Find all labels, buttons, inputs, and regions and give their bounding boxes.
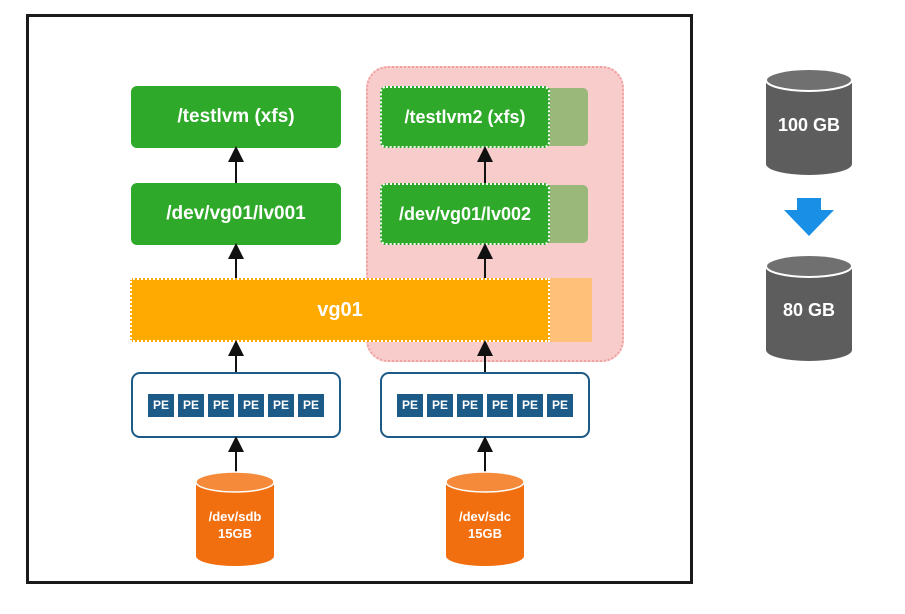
mount-label-left: /testlvm (xfs) [177,106,295,127]
lv-label-right: /dev/vg01/lv002 [398,203,532,224]
pe-group-right: PE PE PE PE PE PE [380,372,590,438]
pe-cell: PE [487,393,513,417]
lv-box-lv002-shrunk-area [548,185,588,243]
pe-cell: PE [298,393,324,417]
mount-label-right: /testlvm2 (xfs) [404,106,526,127]
disk-sdc-label: /dev/sdc 15GB [446,508,524,542]
pe-cell: PE [148,393,174,417]
disk-sdc-size: 15GB [468,526,502,541]
disk-sdb-cylinder [195,471,275,566]
size-before-label: 100 GB [777,115,841,135]
pe-cell: PE [397,393,423,417]
pe-cell: PE [238,393,264,417]
pe-cell: PE [427,393,453,417]
mount-box-testlvm2-shrunk-area [548,88,588,146]
down-arrow-icon [784,198,834,236]
size-after-cylinder [765,254,853,361]
size-after-label: 80 GB [782,300,836,320]
vg-free-space [550,278,592,342]
pe-cell: PE [208,393,234,417]
volume-group-bar: vg01 [130,278,550,342]
lv-box-lv002: /dev/vg01/lv002 [380,183,550,245]
size-before-cylinder [765,68,853,175]
pe-cell: PE [547,393,573,417]
disk-sdb-size: 15GB [218,526,252,541]
pe-cell: PE [517,393,543,417]
mount-box-testlvm: /testlvm (xfs) [131,86,341,148]
mount-box-testlvm2: /testlvm2 (xfs) [380,86,550,148]
pe-cell: PE [268,393,294,417]
disk-sdc-name: /dev/sdc [458,509,512,524]
pe-cell: PE [457,393,483,417]
disk-sdc-cylinder [445,471,525,566]
lv-box-lv001: /dev/vg01/lv001 [131,183,341,245]
disk-sdb-label: /dev/sdb 15GB [196,508,274,542]
pe-group-left: PE PE PE PE PE PE [131,372,341,438]
vg-label: vg01 [317,298,363,321]
lv-label-left: /dev/vg01/lv001 [166,203,306,224]
disk-sdb-name: /dev/sdb [208,509,262,524]
pe-cell: PE [178,393,204,417]
